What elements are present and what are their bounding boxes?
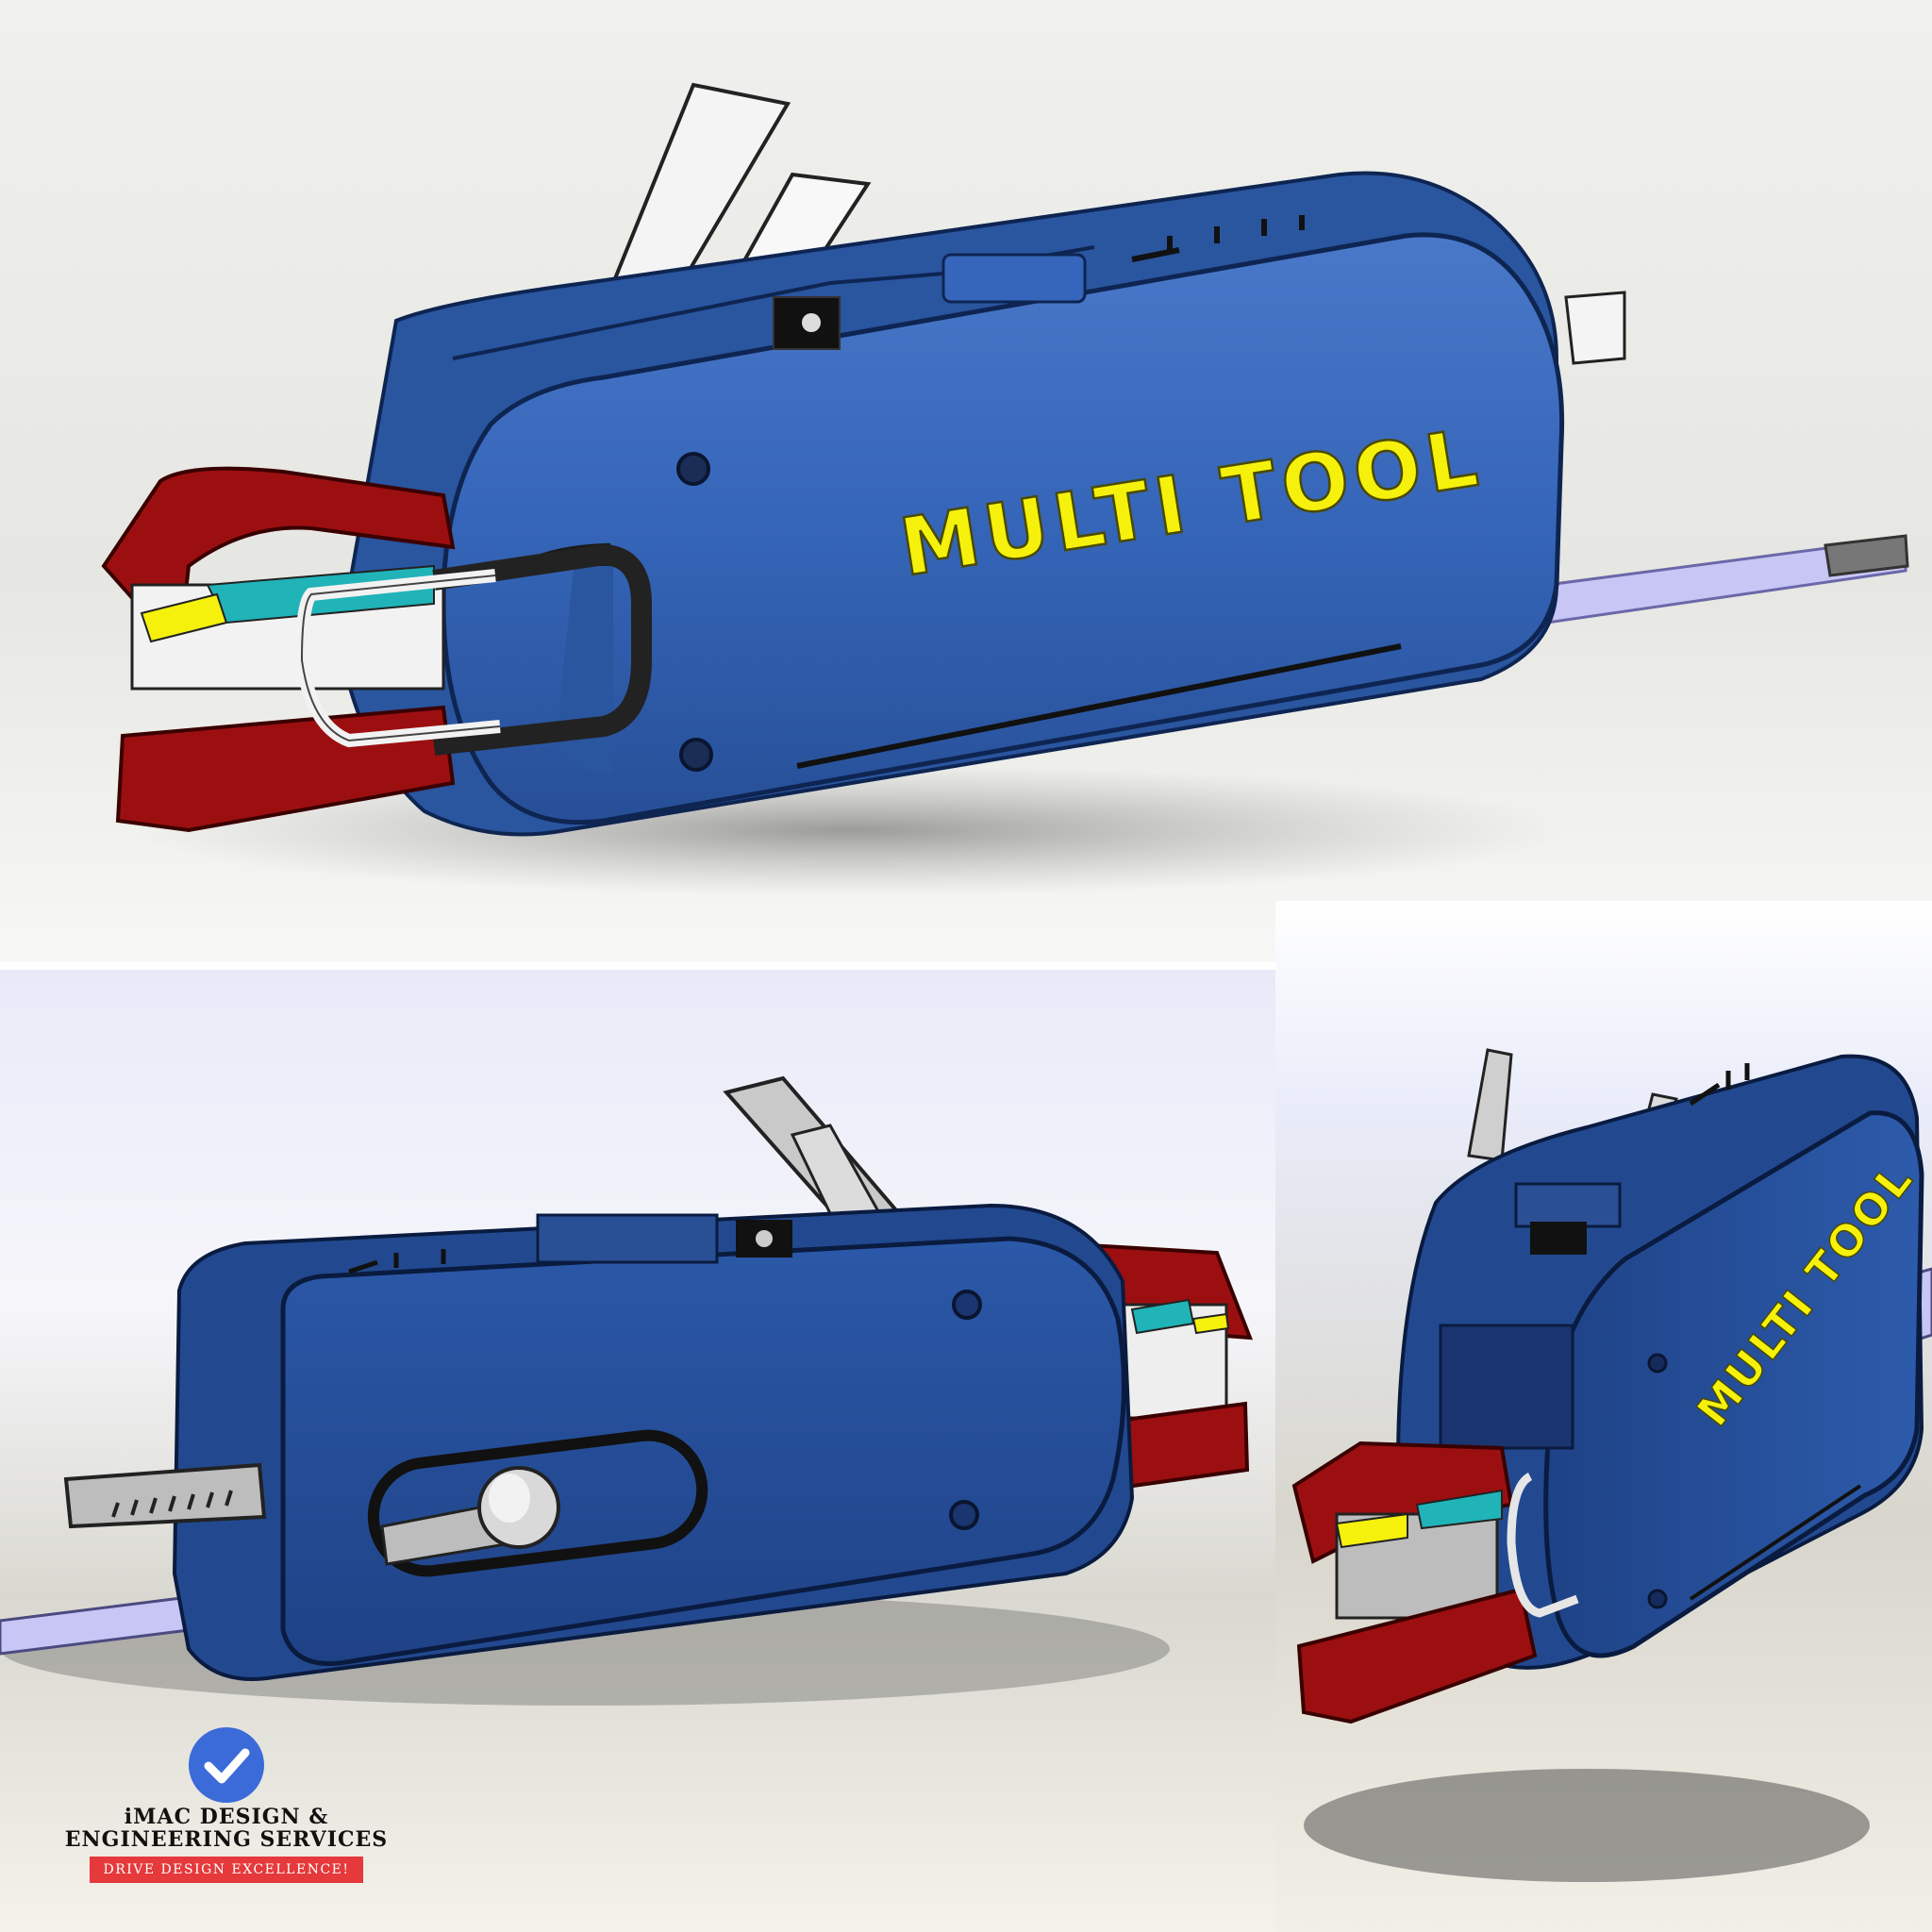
tool-body	[280, 1236, 1126, 1667]
screw-bottom	[949, 1500, 979, 1530]
slide-slot	[367, 1429, 708, 1577]
company-logo: iMAC DESIGN & ENGINEERING SERVICES DRIVE…	[38, 1724, 415, 1883]
stapler-upper-jaw	[101, 466, 456, 656]
render-view-bottom-right: MULTI TOOL	[1275, 901, 1932, 1932]
screw-bottom	[679, 738, 713, 772]
clip-loop	[1507, 1472, 1579, 1618]
screw-top	[1647, 1353, 1668, 1374]
tool-body	[441, 232, 1565, 825]
blade-tool	[1467, 1048, 1513, 1162]
ruler-slot	[796, 643, 1402, 769]
screw-bottom	[1647, 1589, 1668, 1609]
checkmark-badge-icon	[189, 1727, 264, 1803]
ruler-slot	[1689, 1484, 1862, 1601]
screw-top	[952, 1290, 982, 1320]
rear-blade	[1564, 291, 1626, 365]
render-view-top: MULTI TOOL	[0, 0, 1932, 962]
stapler-lower-jaw	[1296, 1587, 1538, 1724]
company-name: iMAC DESIGN & ENGINEERING SERVICES	[64, 1805, 389, 1852]
screw-top	[676, 452, 710, 486]
company-tagline: DRIVE DESIGN EXCELLENCE!	[90, 1857, 363, 1883]
